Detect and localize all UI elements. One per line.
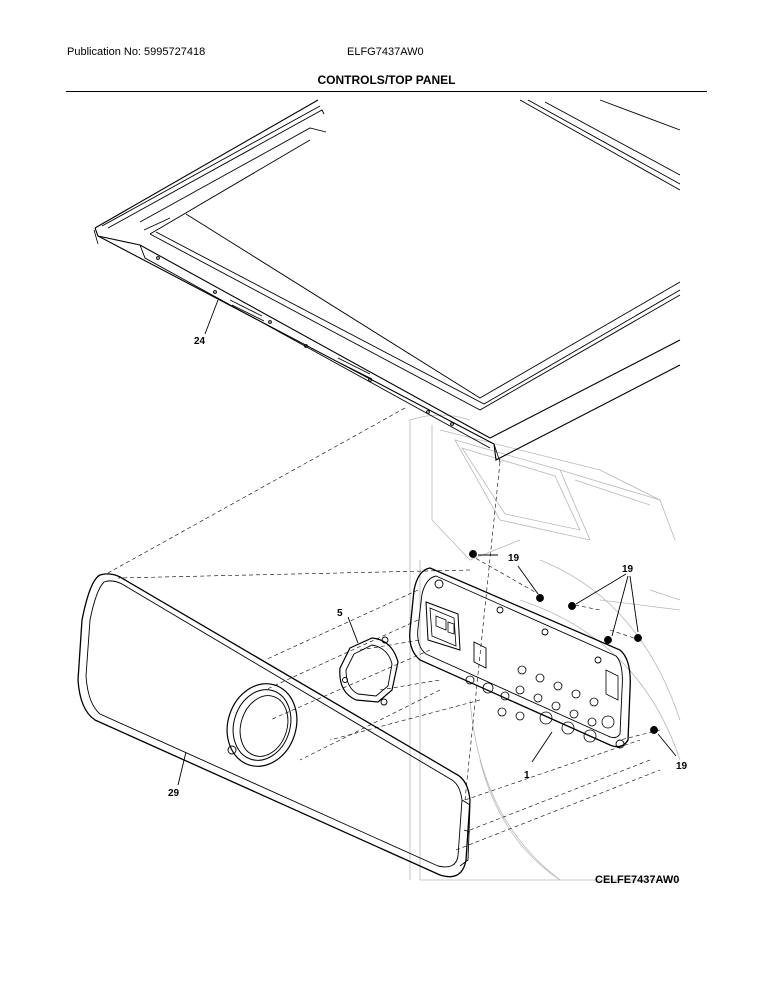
- control-board-part: [409, 567, 631, 749]
- console-part: [77, 573, 471, 878]
- callout-19-upper: 19: [508, 553, 520, 564]
- model-number: ELFG7437AW0: [347, 46, 424, 58]
- projection-lines: [107, 407, 661, 851]
- drawing-code: CELFE7437AW0: [595, 874, 680, 886]
- callout-5: 5: [337, 608, 343, 619]
- callout-19-lower: 19: [676, 761, 688, 772]
- callout-19-right: 19: [622, 564, 634, 575]
- header-rule: [66, 91, 707, 92]
- callout-29: 29: [168, 788, 180, 799]
- section-title: CONTROLS/TOP PANEL: [317, 73, 456, 87]
- top-panel-part: [93, 99, 681, 463]
- callout-1: 1: [524, 770, 530, 781]
- leader-lines: [177, 299, 677, 786]
- screw-parts: [469, 550, 658, 734]
- publication-number: Publication No: 5995727418: [67, 46, 206, 58]
- cabinet-outline: [409, 414, 681, 881]
- knob-ring-part: [339, 636, 399, 706]
- callout-24: 24: [194, 336, 206, 347]
